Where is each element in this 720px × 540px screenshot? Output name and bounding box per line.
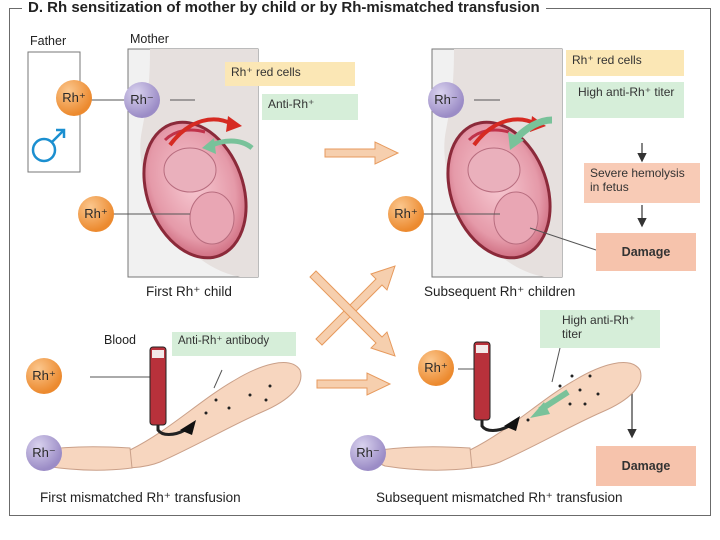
cross-arrows-icon [309,265,396,357]
arm-first [34,362,302,471]
rh-red-cells-callout-subsequent: Rh⁺ red cells [566,50,684,76]
father-rh-pos-circle: Rh⁺ [56,80,92,116]
blood-bag-icon-subsequent [473,341,520,432]
hemolysis-callout: Severe hemolysis in fetus [584,163,700,203]
blood-label: Blood [104,333,136,347]
male-symbol-icon [31,128,66,163]
father-label: Father [30,34,67,48]
donor-rh-pos-circle: Rh⁺ [26,358,62,394]
recipient-rh-neg-circle: Rh⁻ [26,435,62,471]
mother-label: Mother [130,32,169,46]
child-rh-pos-circle: Rh⁺ [78,196,114,232]
mother-rh-neg-circle: Rh⁻ [124,82,160,118]
blood-bag-icon [149,346,196,436]
high-titer-callout-top: High anti-Rh⁺ titer [566,82,684,118]
recipient-rh-neg-circle-subsequent: Rh⁻ [350,435,386,471]
red-cell-arrow-first [168,117,233,147]
flow-arrow-top [324,141,400,165]
red-cell-arrow-subsequent [472,117,537,147]
uterus-first [142,120,248,260]
first-transfusion-caption: First mismatched Rh⁺ transfusion [40,490,241,505]
flow-arrow-bottom [316,372,392,396]
antibody-callout: Anti-Rh⁺ antibody [172,332,296,356]
uterus-subsequent [446,120,552,260]
antibody-dots-first [204,384,272,415]
subsequent-transfusion-caption: Subsequent mismatched Rh⁺ transfusion [376,490,623,505]
anti-rh-callout: Anti-Rh⁺ [262,94,358,120]
mother-rh-neg-circle-subsequent: Rh⁻ [428,82,464,118]
damage-box-bottom: Damage [596,446,696,486]
damage-box-top: Damage [596,233,696,271]
donor-rh-pos-circle-subsequent: Rh⁺ [418,350,454,386]
subsequent-children-caption: Subsequent Rh⁺ children [424,284,576,299]
child-rh-pos-circle-subsequent: Rh⁺ [388,196,424,232]
first-child-caption: First Rh⁺ child [146,284,232,299]
rh-red-cells-callout: Rh⁺ red cells [225,62,355,86]
diagram-title: D. Rh sensitization of mother by child o… [22,0,546,16]
high-titer-callout-bottom: High anti-Rh⁺ titer [540,310,660,348]
